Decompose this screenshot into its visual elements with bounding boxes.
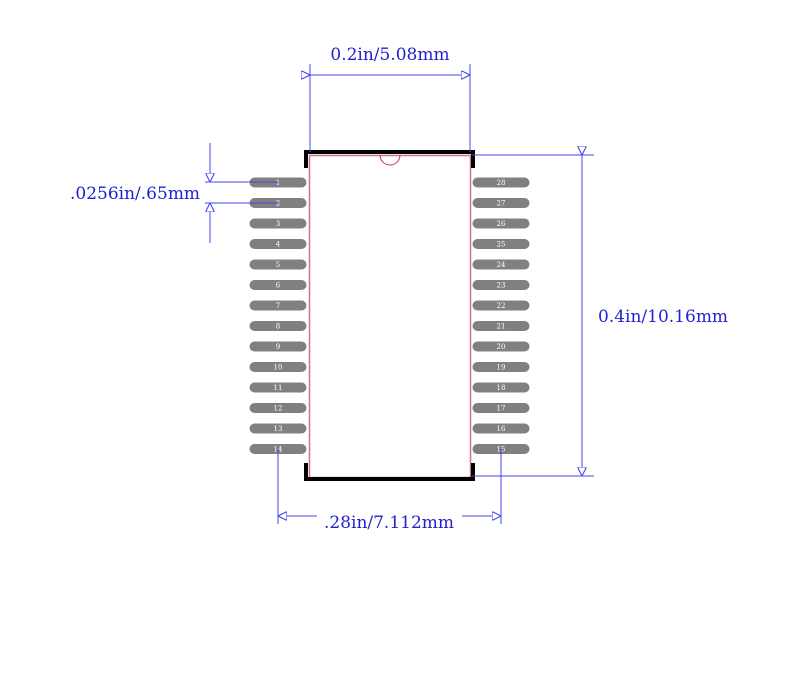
pin-pad	[472, 382, 530, 393]
left-pin-6: 6	[249, 280, 307, 290]
pin-number: 13	[274, 425, 283, 433]
pin-number: 8	[276, 323, 280, 331]
pin-number: 22	[497, 302, 506, 310]
lead-span-label: .28in/7.112mm	[324, 513, 454, 533]
right-pin-28: 28	[472, 177, 530, 188]
pin-pad	[472, 177, 530, 188]
left-pin-3: 3	[249, 218, 307, 229]
pin-number: 28	[497, 179, 506, 187]
left-pin-12: 12	[249, 403, 307, 413]
pin-number: 23	[497, 282, 506, 290]
right-pin-25: 25	[472, 239, 530, 249]
pin1-notch	[379, 154, 401, 166]
pin-pad	[249, 259, 307, 270]
pin-number: 24	[497, 261, 506, 269]
left-pin-9: 9	[249, 341, 307, 352]
left-pin-10: 10	[249, 362, 307, 372]
right-pin-22: 22	[472, 300, 530, 311]
pin-pad	[249, 382, 307, 393]
pin-pad	[472, 321, 530, 331]
pin-pad	[472, 423, 530, 434]
pin-pad	[249, 280, 307, 290]
pin-number: 12	[274, 405, 283, 413]
pin-number: 27	[497, 200, 506, 208]
pin-number: 18	[497, 384, 506, 392]
pin-pad	[472, 341, 530, 352]
lead-span-dimension	[277, 449, 502, 524]
pin-pad	[472, 280, 530, 290]
pin-pad	[249, 423, 307, 434]
pin-number: 16	[497, 425, 506, 433]
left-pin-13: 13	[249, 423, 307, 434]
pitch-dimension	[205, 143, 278, 243]
pin-number: 11	[274, 384, 283, 392]
pin-number: 21	[497, 323, 506, 331]
package-body	[308, 154, 472, 479]
right-pin-16: 16	[472, 423, 530, 434]
top-width-dimension	[310, 64, 471, 152]
right-pin-20: 20	[472, 341, 530, 352]
pin-number: 19	[497, 364, 506, 372]
pin-number: 6	[276, 282, 281, 290]
pin-pad	[472, 259, 530, 270]
pin-pad	[249, 218, 307, 229]
right-pin-27: 27	[472, 198, 530, 208]
right-pin-21: 21	[472, 321, 530, 331]
pin-pad	[472, 218, 530, 229]
pin-pad	[249, 362, 307, 372]
right-pin-17: 17	[472, 403, 530, 413]
pin-number: 5	[276, 261, 280, 269]
right-pin-18: 18	[472, 382, 530, 393]
pin-pad	[472, 362, 530, 372]
pin-number: 10	[274, 364, 283, 372]
pin-pad	[472, 300, 530, 311]
pin-number: 9	[276, 343, 280, 351]
right-pin-23: 23	[472, 280, 530, 290]
left-pin-7: 7	[249, 300, 307, 311]
body-length-label: 0.4in/10.16mm	[598, 307, 728, 327]
pin-number: 17	[497, 405, 506, 413]
silkscreen-outline	[304, 150, 475, 481]
pin-pad	[249, 341, 307, 352]
pin-pad	[249, 239, 307, 249]
pin-number: 4	[276, 241, 281, 249]
right-pin-19: 19	[472, 362, 530, 372]
pin-number: 20	[497, 343, 506, 351]
left-pin-5: 5	[249, 259, 307, 270]
right-pin-26: 26	[472, 218, 530, 229]
pin-number: 25	[497, 241, 506, 249]
pin-number: 7	[276, 302, 280, 310]
left-pin-8: 8	[249, 321, 307, 331]
left-pin-11: 11	[249, 382, 307, 393]
pin-pad	[472, 403, 530, 413]
pin-number: 1	[276, 179, 280, 187]
pin-pad	[249, 403, 307, 413]
right-pin-24: 24	[472, 259, 530, 270]
pitch-label: .0256in/.65mm	[70, 184, 200, 204]
pin-pad	[472, 239, 530, 249]
pin-pad	[249, 321, 307, 331]
top-width-label: 0.2in/5.08mm	[330, 45, 449, 65]
pin-pad	[472, 198, 530, 208]
pin-number: 3	[276, 220, 280, 228]
left-pin-4: 4	[249, 239, 307, 249]
pin-number: 26	[497, 220, 506, 228]
body-length-dimension	[472, 155, 594, 477]
pin-pad	[249, 300, 307, 311]
